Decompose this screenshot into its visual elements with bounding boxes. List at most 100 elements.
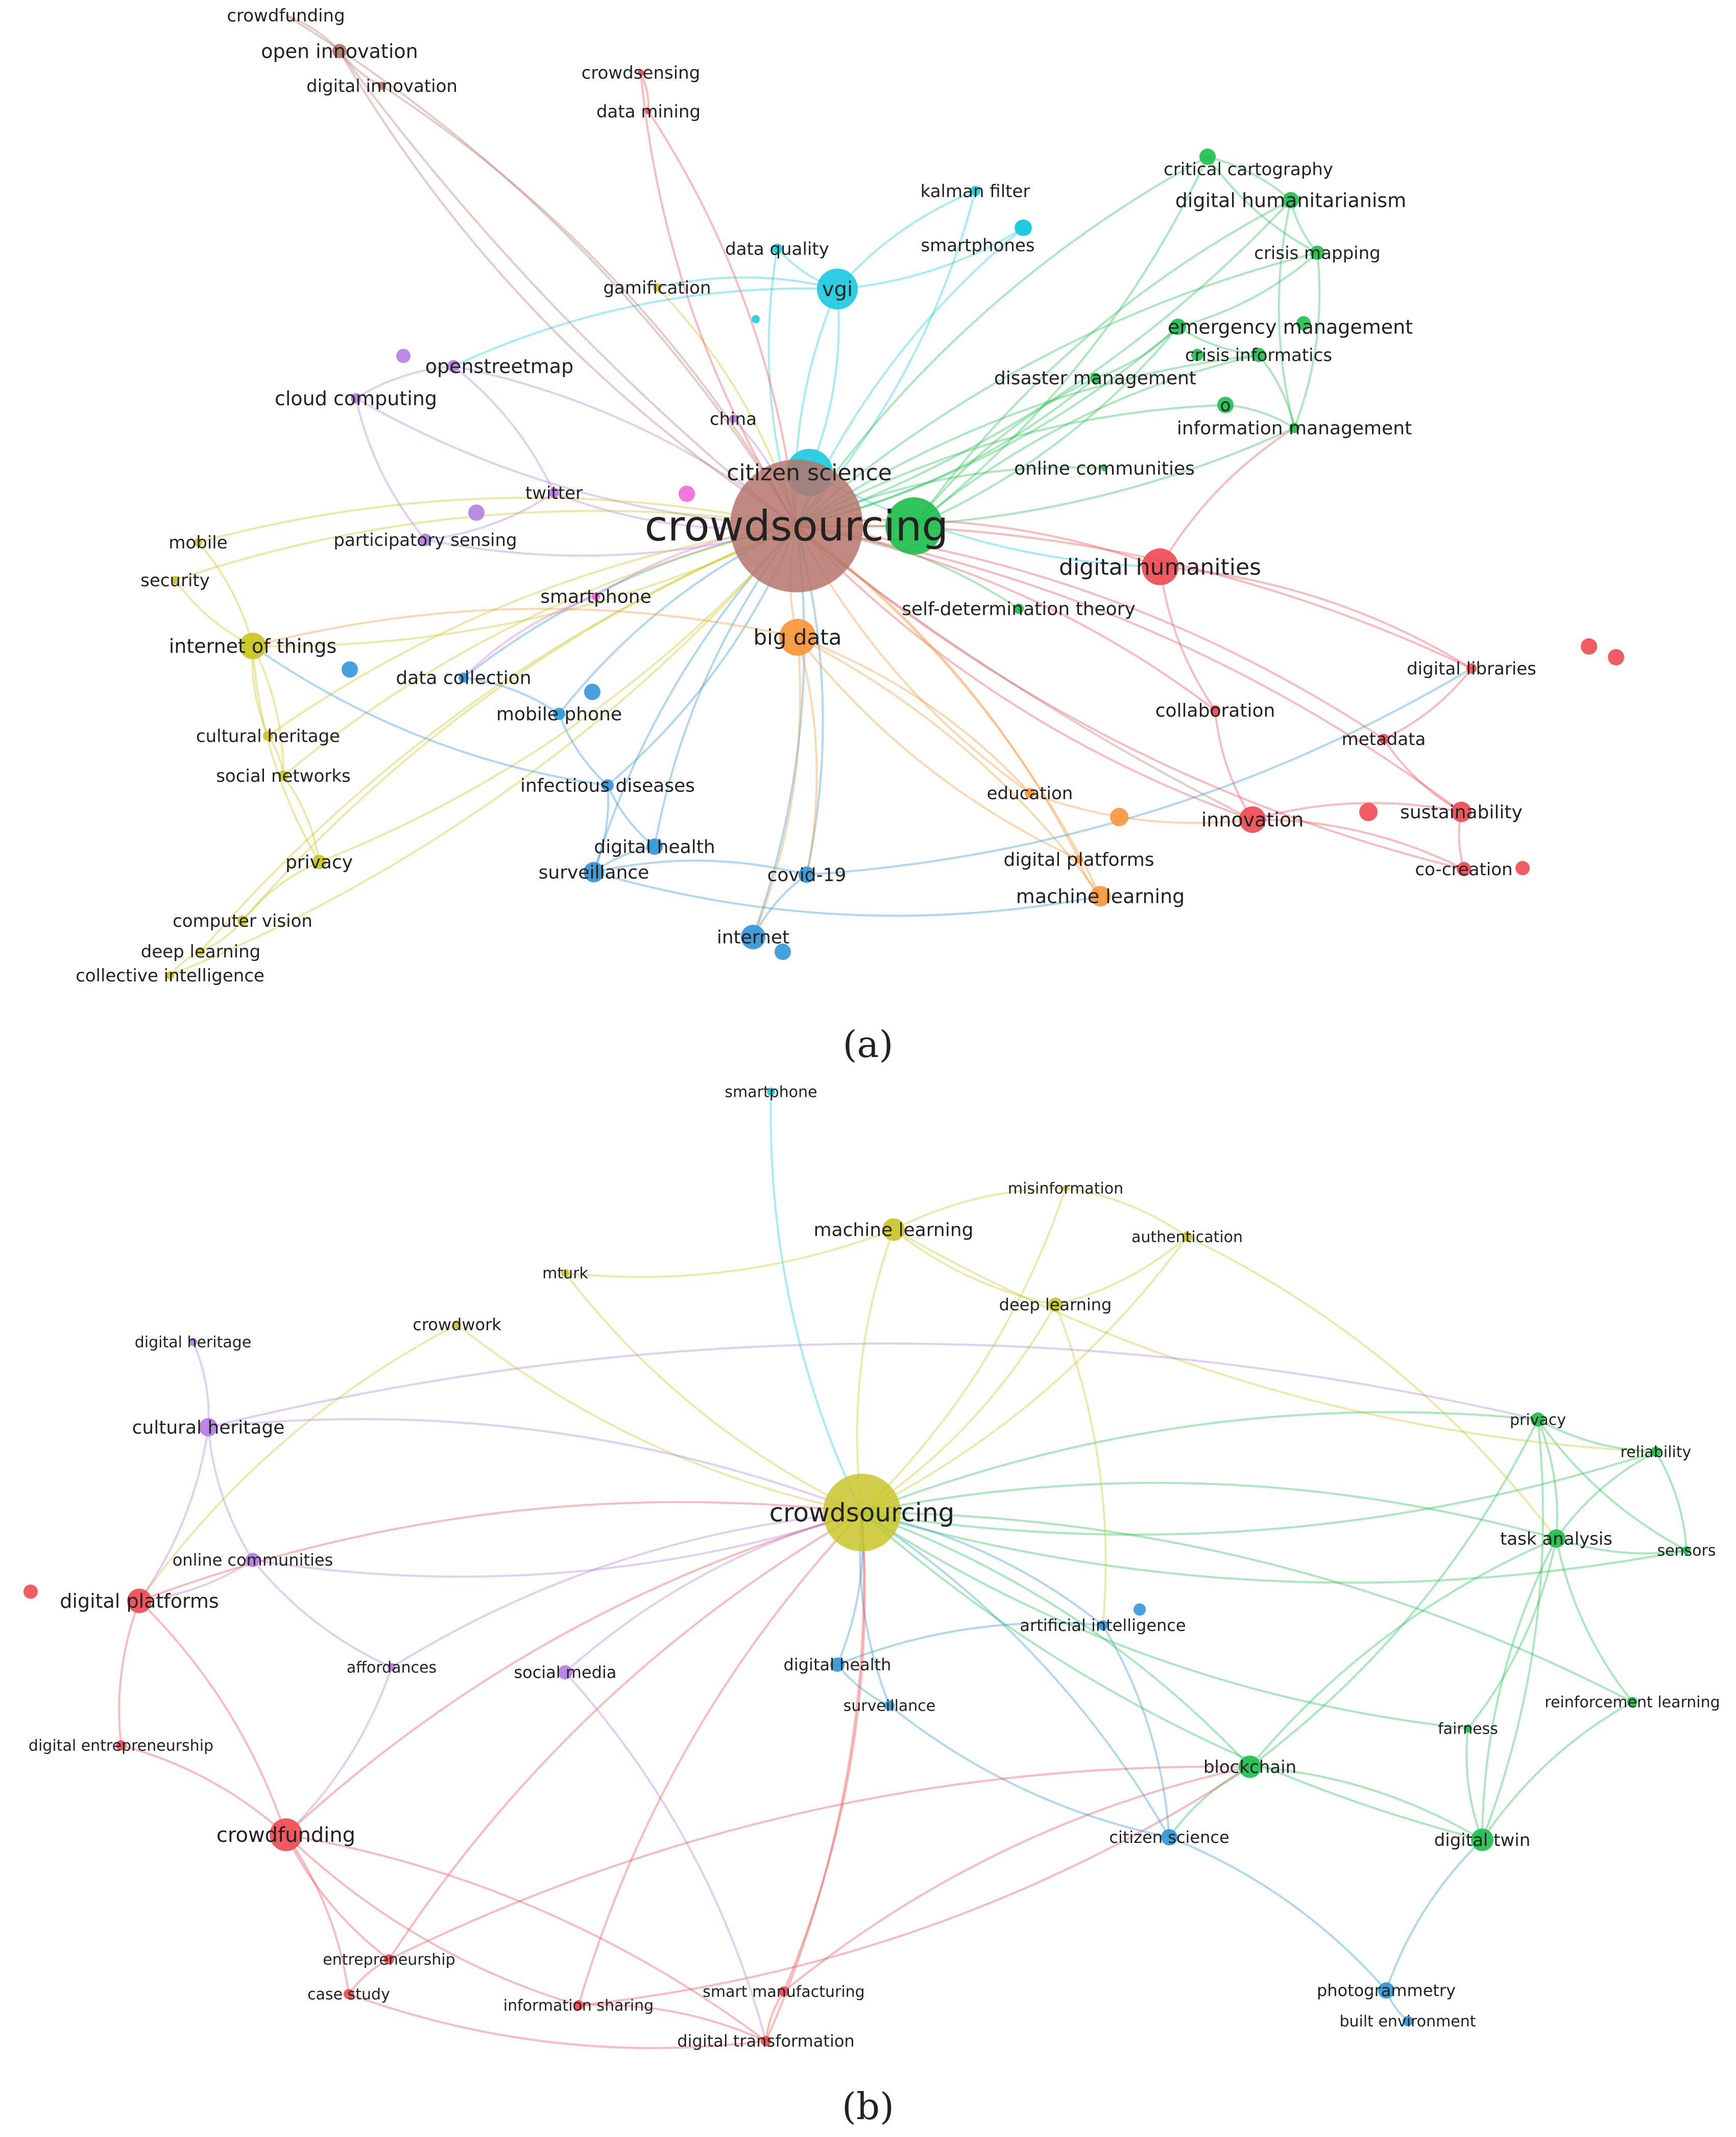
edge	[796, 427, 1295, 528]
node-label-mobile: mobile	[168, 533, 227, 553]
node-label-privacy: privacy	[1510, 1411, 1566, 1429]
edge	[861, 1236, 1188, 1514]
node-openstreetmap	[447, 360, 460, 372]
unlabeled-node	[752, 315, 760, 323]
node-label-misinformation: misinformation	[1008, 1180, 1123, 1198]
edge	[456, 1324, 862, 1514]
node-privacy	[1531, 1412, 1545, 1427]
edge	[207, 1427, 254, 1561]
node-label-internet: internet	[717, 927, 789, 948]
node-digital-hum	[1283, 192, 1299, 208]
node-label-cultural: cultural heritage	[132, 1418, 285, 1438]
node-label-self-det: self-determination theory	[902, 599, 1136, 620]
node-smartphones	[1016, 220, 1032, 236]
node-entrepreneurship	[384, 1954, 394, 1964]
node-label-metadata: metadata	[1342, 729, 1426, 750]
node-label-computer-vision: computer vision	[173, 911, 312, 931]
edge	[242, 525, 797, 922]
node-innovation	[1239, 806, 1266, 833]
node-gamification	[653, 283, 661, 292]
edge	[285, 1834, 767, 2042]
node-crisis-map	[1310, 246, 1324, 260]
edge	[769, 1091, 863, 1513]
edge	[913, 377, 1096, 527]
node-ml	[882, 1218, 905, 1241]
node-crisis-inf	[1251, 348, 1266, 362]
node-case-study	[344, 1989, 354, 1999]
node-label-online-comm: online communities	[173, 1550, 333, 1570]
edge	[564, 1511, 862, 1673]
node-label-citizen: citizen science	[727, 460, 892, 486]
edge	[252, 645, 285, 776]
node-twitter	[549, 488, 559, 498]
edge	[607, 785, 656, 848]
unlabeled-node	[679, 486, 695, 502]
edge	[861, 1411, 1538, 1514]
node-label-covid: covid-19	[767, 865, 847, 886]
node-label-deep-learning: deep learning	[999, 1295, 1112, 1314]
node-metadata	[1379, 734, 1389, 744]
edge	[783, 1512, 866, 1992]
edge	[809, 471, 1161, 568]
edge	[913, 354, 1259, 527]
node-crowdsourcing	[823, 1474, 901, 1551]
node-label-crowdfunding: crowdfunding	[227, 6, 345, 26]
node-label-digital-transf: digital transformation	[677, 2031, 854, 2051]
node-label-big-data: big data	[754, 625, 842, 650]
node-label-privacy: privacy	[285, 852, 353, 873]
edge	[861, 1188, 1067, 1514]
node-label-digital-lib: digital libraries	[1407, 659, 1536, 679]
node-label-sensors: sensors	[1657, 1542, 1716, 1560]
node-label-twitter: twitter	[525, 483, 583, 503]
edge	[578, 1766, 1251, 2006]
node-label-task-analysis: task analysis	[1500, 1529, 1612, 1549]
node-label-info-sharing: information sharing	[503, 1997, 654, 2015]
edge	[339, 50, 798, 527]
edge	[1214, 710, 1253, 821]
node-label-entrepreneurship: entrepreneurship	[323, 1951, 455, 1969]
edge	[1537, 1419, 1656, 1453]
edge	[861, 1511, 1468, 1730]
edge	[796, 199, 1292, 527]
edge	[796, 525, 1216, 711]
edge	[170, 525, 798, 976]
node-label-participatory: participatory sensing	[333, 530, 517, 550]
edge	[242, 861, 320, 922]
panel-b-nodes	[23, 1088, 1691, 2046]
edge	[1481, 1538, 1557, 1840]
unlabeled-node	[1191, 349, 1203, 361]
node-digital-health	[646, 838, 663, 855]
node-label-critical-cart: critical cartography	[1164, 159, 1333, 180]
edge	[578, 2004, 766, 2042]
edge	[389, 1765, 1250, 1960]
node-label-digital-health: digital health	[784, 1655, 891, 1674]
node-collective	[166, 971, 174, 979]
node-vgi	[817, 269, 858, 309]
node-crowdsourcing	[730, 460, 863, 592]
node-digital-entre	[116, 1740, 126, 1750]
edge	[285, 1834, 579, 2006]
edge	[197, 541, 254, 646]
edge	[138, 1427, 209, 1602]
node-cultural	[263, 731, 273, 741]
unlabeled-node	[1110, 808, 1128, 826]
node-infectious	[601, 779, 614, 791]
node-surveillance	[584, 862, 604, 882]
node-label-digital-heritage: digital heritage	[135, 1334, 252, 1352]
node-crowdwork	[453, 1320, 461, 1329]
node-mobile-phone	[553, 708, 565, 720]
node-emergency	[1170, 319, 1186, 335]
node-misinformation	[1063, 1185, 1069, 1191]
node-label-crisis-inf: crisis informatics	[1185, 345, 1332, 366]
node-data-mining	[645, 108, 652, 114]
edge	[565, 1229, 894, 1278]
edge	[558, 713, 609, 786]
edge	[252, 1559, 392, 1668]
edge	[806, 667, 1473, 876]
edge	[1102, 1624, 1170, 1838]
edge	[1065, 1187, 1188, 1238]
edge	[348, 1993, 766, 2049]
node-built-env	[1403, 2016, 1413, 2026]
node-label-social-media: social media	[514, 1663, 616, 1682]
